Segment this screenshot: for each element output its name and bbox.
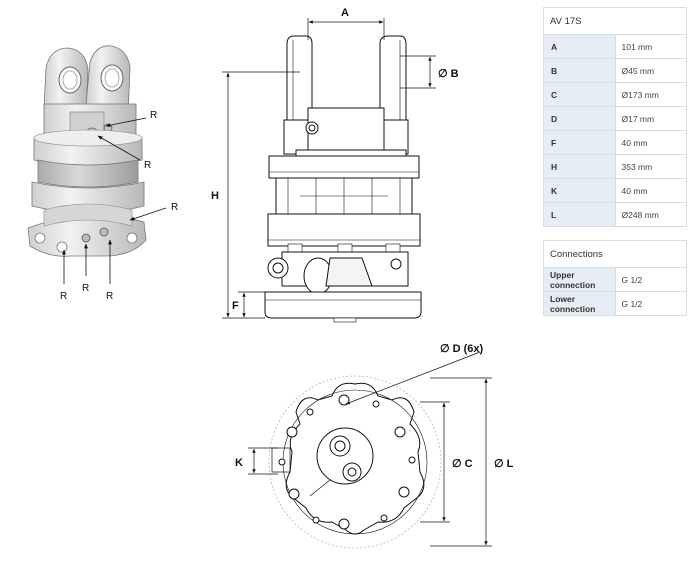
spec-key: H [543,154,616,179]
spec-key: D [543,106,616,131]
dim-label-k: K [235,457,243,469]
table-row: Lower connection G 1/2 [543,291,687,316]
dim-label-h: H [211,190,219,202]
connections-header: Connections [543,240,687,268]
connection-value: G 1/2 [614,291,687,316]
spec-value: 40 mm [614,178,687,203]
bottom-view-dimensions [248,351,492,547]
spec-value: 353 mm [614,154,687,179]
dim-label-l: ∅ L [494,458,514,470]
spec-key: K [543,178,616,203]
spec-key: B [543,58,616,83]
spec-value: 40 mm [614,130,687,155]
connections-table: Connections Upper connection G 1/2 Lower… [543,240,687,316]
dim-label-f: F [232,300,239,312]
dim-label-a: A [341,7,349,19]
spec-key: F [543,130,616,155]
spec-key: A [543,34,616,59]
spec-key: L [543,202,616,227]
table-row: D Ø17 mm [543,106,687,131]
connections-title: Connections [543,240,687,268]
spec-table: AV 17S A 101 mm B Ø45 mm C Ø173 mm D Ø17… [543,7,687,227]
rotator-side-view [264,35,422,323]
spec-value: Ø248 mm [614,202,687,227]
iso-label-r-6: R [106,291,113,302]
table-row: A 101 mm [543,34,687,59]
iso-label-r-2: R [144,160,151,171]
iso-label-r-3: R [171,202,178,213]
side-view-dimensions [222,18,436,319]
iso-r-leaders [62,117,167,284]
iso-label-r-1: R [150,110,157,121]
connection-value: G 1/2 [614,267,687,292]
connection-key: Upper connection [543,267,616,292]
table-row: C Ø173 mm [543,82,687,107]
spec-table-header: AV 17S [543,7,687,35]
spec-key: C [543,82,616,107]
dim-label-c: ∅ C [452,458,473,470]
rotator-bottom-view [268,375,442,549]
dim-label-b: ∅ B [438,68,459,80]
table-row: L Ø248 mm [543,202,687,227]
table-row: K 40 mm [543,178,687,203]
spec-value: Ø45 mm [614,58,687,83]
dim-label-d: ∅ D (6x) [440,343,484,355]
table-row: H 353 mm [543,154,687,179]
spec-table-title: AV 17S [543,7,687,35]
iso-label-r-4: R [60,291,67,302]
table-row: B Ø45 mm [543,58,687,83]
spec-value: Ø17 mm [614,106,687,131]
connection-key: Lower connection [543,291,616,316]
spec-value: 101 mm [614,34,687,59]
table-row: F 40 mm [543,130,687,155]
table-row: Upper connection G 1/2 [543,267,687,292]
iso-label-r-5: R [82,283,89,294]
spec-value: Ø173 mm [614,82,687,107]
rotator-isometric-render [27,45,147,257]
